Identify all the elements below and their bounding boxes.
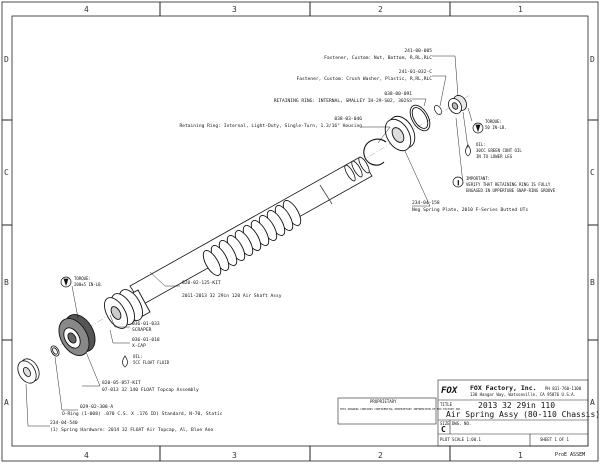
fox-logo: FOX <box>441 386 458 396</box>
oring-description: O-Ring (1-008) .070 C.S. X .176 ID) Stan… <box>62 411 223 417</box>
scraper-description: SCRAPER <box>132 327 152 333</box>
company-name: FOX Factory, Inc. <box>470 384 537 392</box>
zone-row-left-c: C <box>4 168 9 177</box>
important-line2: ENGAGED IN UPPERTUBE SNAP-RING GROOVE <box>466 188 556 193</box>
nut-part <box>448 95 467 114</box>
title-label: TITLE <box>440 402 453 407</box>
company-phone: PH 831-768-1100 <box>545 386 582 391</box>
negative-coil-spring-part <box>202 200 302 276</box>
zone-col-top-4: 4 <box>84 5 89 14</box>
size-label: SIZE <box>440 421 450 426</box>
spring-hardware-part <box>17 358 40 384</box>
zone-col-bottom-4: 4 <box>84 451 89 460</box>
zone-row-right-b: B <box>590 278 595 287</box>
spring-plate-part-number: 234-04-158 <box>412 200 440 206</box>
o-ring-part <box>50 345 60 357</box>
zone-row-left-b: B <box>4 278 9 287</box>
air-piston-part <box>104 289 151 329</box>
topcap-description: 07-013 32 140 FLOAT Topcap Assembly <box>102 387 199 393</box>
title-line1: 2013 32 29in 110 <box>478 401 555 410</box>
torque-nut-value: 50 IN-LB. <box>485 125 507 130</box>
zone-row-left-d: D <box>4 55 9 64</box>
housing-ring-part-number: 038-03-046 <box>334 116 362 122</box>
warning-important-icon: ! <box>452 176 464 188</box>
oil-float-line1: 5CC FLOAT FLUID <box>133 360 170 365</box>
zone-labels: 4 3 2 1 4 3 2 1 D C B A D C B A <box>4 5 595 460</box>
callouts: 241-00-005 Fastener, Custom: Nut, Bottom… <box>50 48 556 433</box>
retaining-ring-part-number: 038-00-091 <box>384 91 412 97</box>
oil-note-title: OIL: <box>476 142 486 147</box>
zone-col-bottom-1: 1 <box>518 451 523 460</box>
oil-drop-icon <box>465 144 471 157</box>
zone-col-bottom-2: 2 <box>378 451 383 460</box>
torque-nut-icon <box>472 122 484 134</box>
torque-nut-title: TORQUE: <box>485 119 502 124</box>
housing-retaining-ring-part <box>363 138 387 166</box>
nut-description: Fastener, Custom: Nut, Bottom, R,RL,RLC <box>324 55 432 61</box>
leader-lines <box>25 55 473 427</box>
air-shaft-part-number: 820-02-125-KIT <box>182 280 221 286</box>
oring-part-number: 029-02-308-A <box>80 404 113 410</box>
crush-washer-part <box>434 105 442 115</box>
dwg-no-label: DWG. NO. <box>452 421 471 426</box>
nut-part-number: 241-00-005 <box>404 48 432 54</box>
proprietary-title: PROPRIETARY <box>370 399 397 404</box>
xcap-description: X-CAP <box>132 343 146 349</box>
company-address: 130 Hangar Way, Watsonville, CA 95076 U.… <box>470 392 576 397</box>
torque-cap-title: TORQUE: <box>74 276 91 281</box>
size-value: C <box>441 425 446 434</box>
important-line1: VERIFY THAT RETAINING RING IS FULLY <box>466 182 551 187</box>
washer-description: Fastener, Custom: Crush Washer, Plastic,… <box>296 76 432 82</box>
torque-cap-icon <box>60 276 72 288</box>
torque-cap-value: 200±5 IN-LB. <box>74 282 103 287</box>
footer-proe-assem: ProE ASSEM <box>555 452 585 458</box>
retaining-ring-part <box>409 104 431 132</box>
oil-float-drop-icon <box>122 355 128 368</box>
zone-row-right-a: A <box>590 398 595 407</box>
xcap-part-number: 036-01-018 <box>132 337 160 343</box>
zone-row-right-d: D <box>590 55 595 64</box>
zone-row-left-a: A <box>4 398 9 407</box>
housing-ring-description: Retaining Ring: Internal, Light-Duty, Si… <box>179 123 362 129</box>
title-line2: Air Spring Assy (80-110 Chassis) <box>446 410 600 419</box>
title-block: FOX FOX Factory, Inc. 130 Hangar Way, Wa… <box>337 379 600 458</box>
oil-note-line2: IN TO LOWER LEG <box>476 154 513 159</box>
retaining-ring-description: RETAINING RING: INTERNAL, SMALLEY IH-29-… <box>274 98 413 104</box>
zone-row-right-c: C <box>590 168 595 177</box>
spring-hardware-description: (1) Spring Hardware: 2014 32 FLOAT Air T… <box>50 427 213 433</box>
proprietary-text: THIS DRAWING CONTAINS CONFIDENTIAL PROPR… <box>340 407 462 411</box>
oil-note-line1: 30CC GREEN CONT OIL <box>476 148 522 153</box>
zone-col-bottom-3: 3 <box>232 451 237 460</box>
zone-col-top-3: 3 <box>232 5 237 14</box>
neg-spring-plate-part <box>384 115 416 152</box>
scraper-part-number: 036-01-033 <box>132 321 160 327</box>
sheet-number: SHEET 1 OF 1 <box>540 437 569 442</box>
svg-text:!: ! <box>457 180 461 187</box>
plot-scale: PLOT SCALE 1:00.1 <box>440 437 482 442</box>
spring-hardware-part-number: 234-04-540 <box>50 420 78 426</box>
zone-col-top-2: 2 <box>378 5 383 14</box>
topcap-part <box>58 314 96 356</box>
oil-float-title: OIL: <box>133 354 143 359</box>
washer-part-number: 241-01-032-C <box>399 69 432 75</box>
spring-plate-description: Neg Spring Plate, 2010 F-Series Butted U… <box>412 207 528 213</box>
important-title: IMPORTANT: <box>466 176 490 181</box>
topcap-part-number: 820-05-857-KIT <box>102 380 141 386</box>
zone-col-top-1: 1 <box>518 5 523 14</box>
air-shaft-description: 2011-2013 32 29in 120 Air Shaft Assy <box>182 293 282 299</box>
